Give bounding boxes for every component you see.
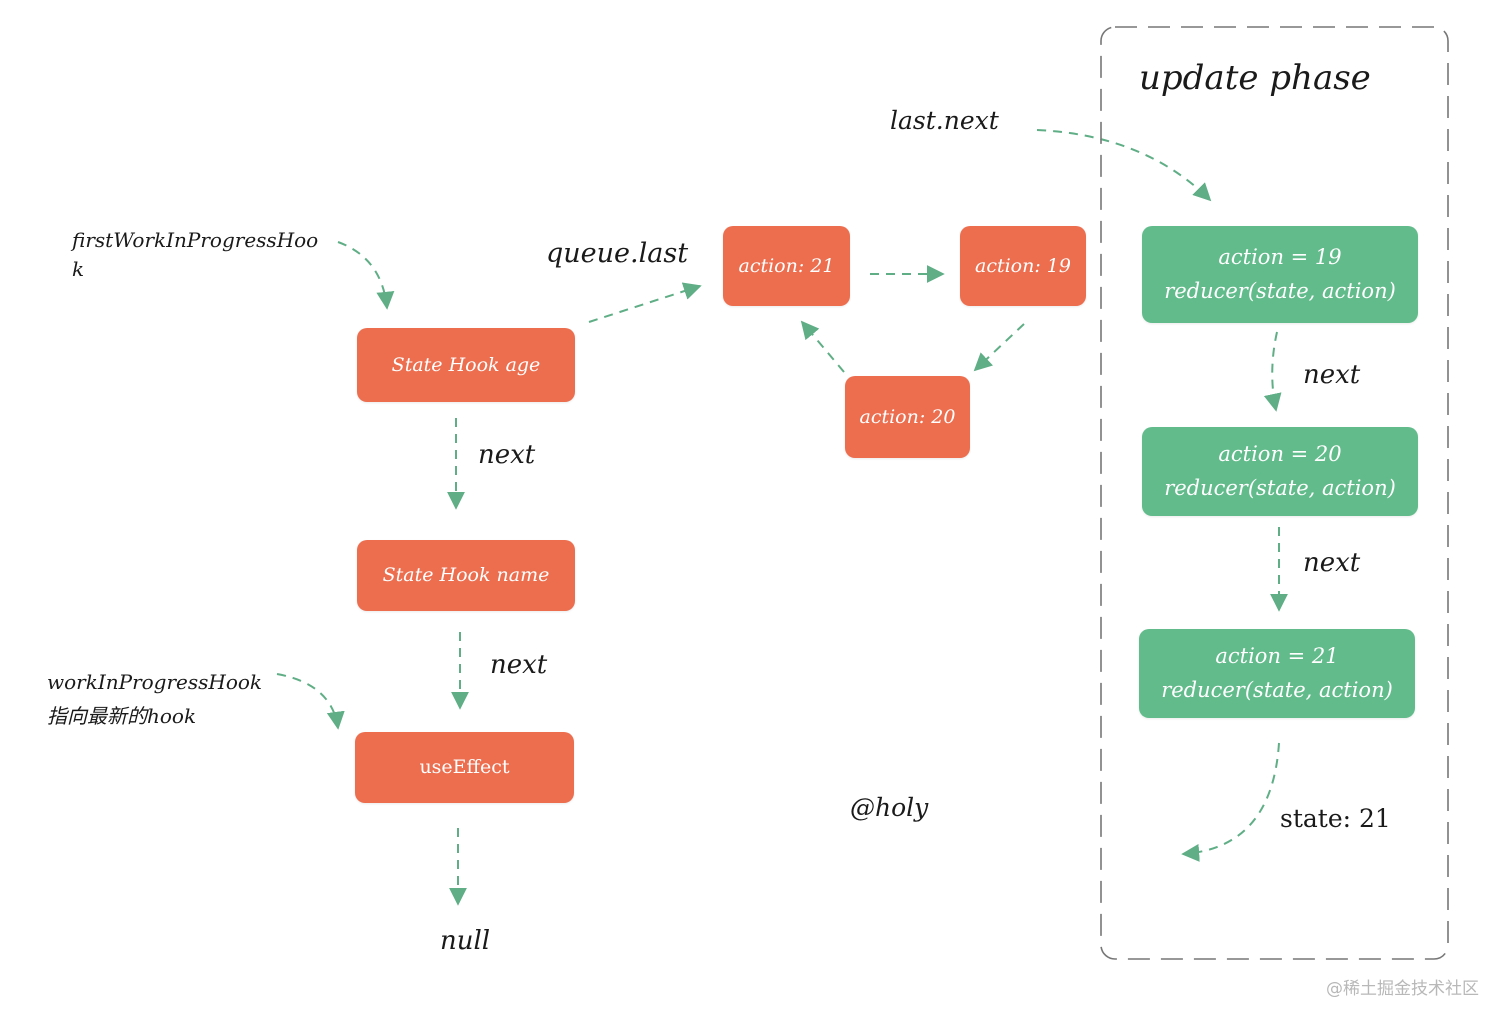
- state-hook-age-node: State Hook age: [357, 328, 575, 402]
- next-label-update-1: next: [1303, 360, 1361, 390]
- action-20-text: action: 20: [859, 405, 956, 428]
- arrow-last-next-to-update: [1036, 129, 1212, 202]
- wip-hook-label-line1: workInProgressHook: [47, 670, 263, 694]
- action-21-text: action: 21: [738, 254, 835, 277]
- queue-last-label: queue.last: [546, 238, 689, 269]
- update-step-3-node: action = 21 reducer(state, action): [1139, 629, 1415, 718]
- arrow-update1-to-update2: [1263, 331, 1282, 412]
- arrow-update3-to-state: [1181, 742, 1280, 862]
- state-hook-name-text: State Hook name: [382, 564, 550, 587]
- update-step-1-reducer: reducer(state, action): [1164, 278, 1396, 303]
- use-effect-text: useEffect: [419, 756, 510, 779]
- arrow-wip-to-useeffect: [276, 673, 345, 730]
- update-step-3-reducer: reducer(state, action): [1161, 677, 1393, 702]
- arrow-action20-to-action21: [800, 320, 845, 373]
- next-label-hook-1: next: [478, 440, 536, 470]
- update-step-1-action: action = 19: [1218, 244, 1342, 269]
- update-phase-title: update phase: [1139, 58, 1371, 98]
- state-hook-age-text: State Hook age: [391, 353, 541, 376]
- update-phase-border: [1100, 26, 1449, 960]
- use-effect-node: useEffect: [355, 732, 574, 803]
- action-19-node: action: 19: [960, 226, 1086, 306]
- action-19-text: action: 19: [975, 254, 1071, 277]
- next-label-hook-2: next: [490, 650, 548, 680]
- update-step-3-action: action = 21: [1215, 643, 1339, 668]
- first-wip-hook-label: firstWorkInProgressHoo k: [72, 226, 318, 284]
- update-step-2-action: action = 20: [1218, 441, 1342, 466]
- action-21-node: action: 21: [723, 226, 850, 306]
- watermark: @稀土掘金技术社区: [1326, 979, 1479, 999]
- signature-label: @holy: [850, 793, 929, 822]
- update-step-2-node: action = 20 reducer(state, action): [1142, 427, 1418, 516]
- wip-hook-label-line2: 指向最新的hook: [47, 704, 197, 728]
- last-next-label: last.next: [890, 106, 999, 135]
- state-result-label: state: 21: [1280, 804, 1391, 833]
- arrow-first-wip-to-age: [337, 241, 395, 310]
- state-hook-name-node: State Hook name: [357, 540, 575, 611]
- null-label: null: [440, 926, 491, 956]
- first-wip-hook-label-line2: k: [72, 257, 85, 281]
- arrow-action19-to-action20: [973, 323, 1025, 372]
- first-wip-hook-label-line1: firstWorkInProgressHoo: [72, 228, 319, 252]
- next-label-update-2: next: [1303, 548, 1361, 578]
- update-step-1-node: action = 19 reducer(state, action): [1142, 226, 1418, 323]
- wip-hook-label: workInProgressHook 指向最新的hook: [47, 665, 262, 733]
- update-step-2-reducer: reducer(state, action): [1164, 475, 1396, 500]
- arrow-age-to-queue-last: [588, 282, 702, 323]
- action-20-node: action: 20: [845, 376, 970, 458]
